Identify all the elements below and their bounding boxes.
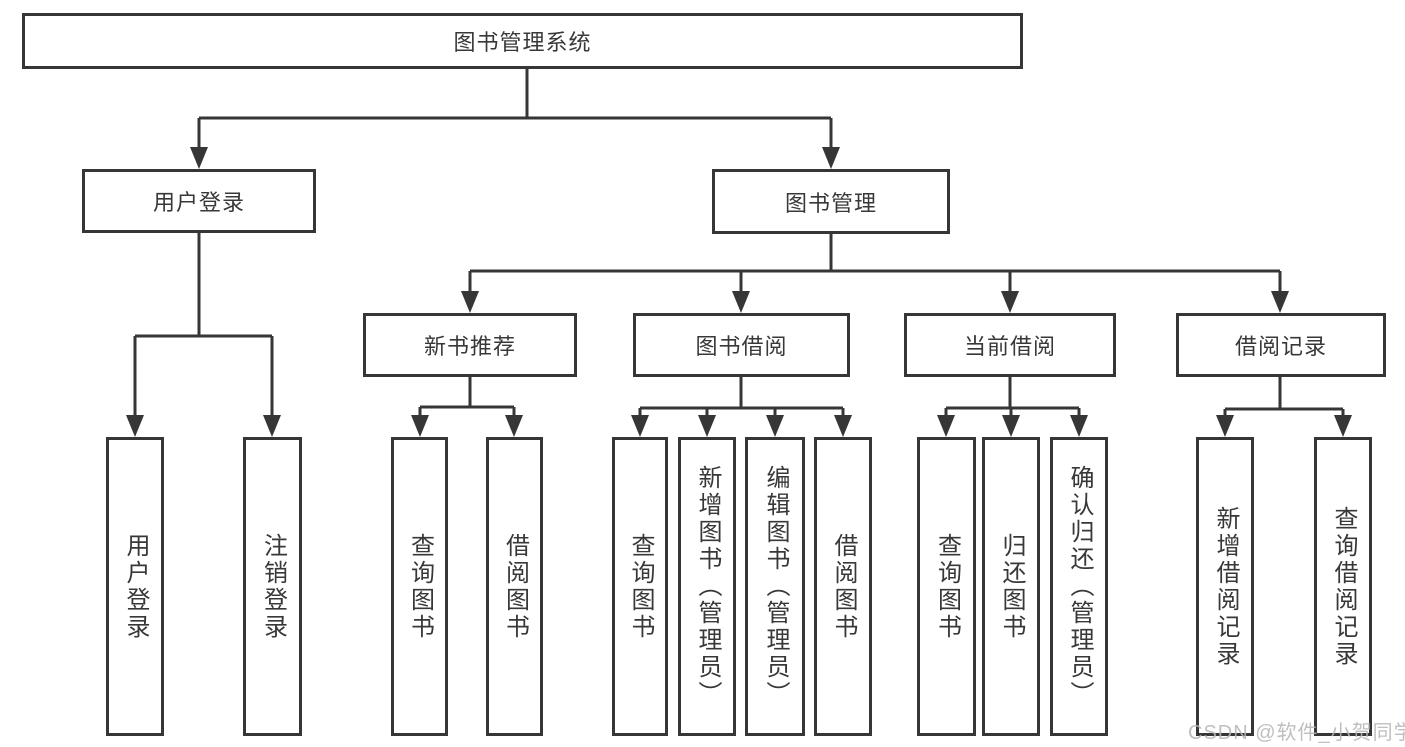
- node-borrowing-records: 借阅记录: [1176, 313, 1386, 377]
- leaf-return-book: 归还图书: [982, 437, 1040, 736]
- node-label: 查询图书: [406, 532, 434, 641]
- node-label: 借阅记录: [1234, 334, 1327, 359]
- node-label: 借阅图书: [501, 532, 529, 641]
- node-label: 当前借阅: [963, 334, 1056, 359]
- node-label: 编辑图书（管理员）: [762, 465, 789, 708]
- leaf-confirm-return-admin: 确认归还（管理员）: [1050, 437, 1108, 736]
- node-label: 用户登录: [152, 190, 245, 215]
- node-current-borrowing: 当前借阅: [904, 313, 1116, 377]
- leaf-add-borrow-record: 新增借阅记录: [1196, 437, 1254, 736]
- node-library-management-system: 图书管理系统: [22, 13, 1023, 69]
- node-label: 图书管理系统: [453, 30, 592, 55]
- node-label: 用户登录: [122, 532, 149, 641]
- leaf-add-book-admin: 新增图书（管理员）: [678, 437, 736, 736]
- node-new-book-recommend: 新书推荐: [363, 313, 577, 377]
- leaf-edit-book-admin: 编辑图书（管理员）: [745, 437, 805, 736]
- arrowhead-icons: [126, 147, 1352, 437]
- node-label: 注销登录: [259, 532, 287, 641]
- node-label: 图书借阅: [695, 334, 788, 359]
- leaf-borrow-books-recommend: 借阅图书: [486, 437, 543, 736]
- leaf-query-books-recommend: 查询图书: [391, 437, 448, 736]
- node-book-borrowing: 图书借阅: [633, 313, 850, 377]
- csdn-watermark: CSDN @软件_小贺同学: [1188, 722, 1405, 744]
- node-label: 借阅图书: [830, 532, 857, 641]
- node-book-management: 图书管理: [712, 169, 950, 234]
- node-label: 确认归还（管理员）: [1066, 465, 1093, 708]
- node-label: 归还图书: [998, 532, 1025, 641]
- leaf-query-borrow-record: 查询借阅记录: [1314, 437, 1372, 736]
- leaf-query-books-borrowing: 查询图书: [612, 437, 668, 736]
- leaf-borrow-books-borrowing: 借阅图书: [814, 437, 872, 736]
- leaf-logout: 注销登录: [243, 437, 302, 736]
- node-label: 新增图书（管理员）: [694, 465, 721, 708]
- node-label: 查询借阅记录: [1330, 505, 1357, 668]
- node-label: 查询图书: [627, 532, 654, 641]
- node-user-login: 用户登录: [82, 169, 316, 233]
- node-label: 图书管理: [784, 190, 877, 216]
- node-label: 新增借阅记录: [1212, 505, 1239, 668]
- node-label: 新书推荐: [423, 334, 516, 359]
- node-label: 查询图书: [933, 532, 961, 641]
- leaf-query-books-current: 查询图书: [917, 437, 976, 736]
- leaf-user-login: 用户登录: [106, 437, 164, 736]
